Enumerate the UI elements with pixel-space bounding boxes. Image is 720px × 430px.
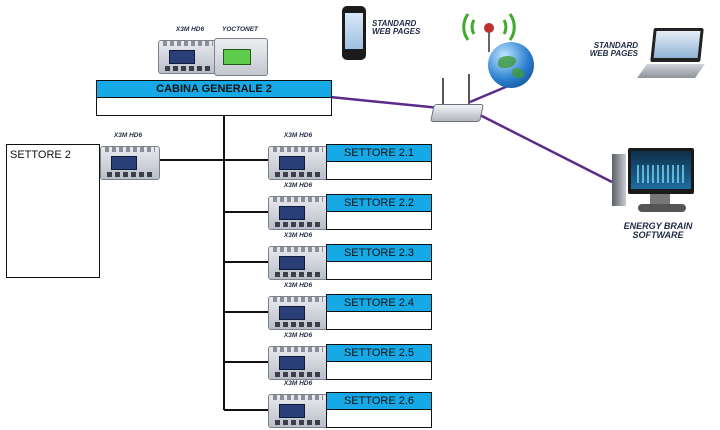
sector-main-title: SETTORE 2 [10,149,71,161]
desktop-monitor-icon [612,148,696,220]
sector-box-5: SETTORE 2.5 [326,344,432,380]
router-icon [430,74,484,124]
sector-box-2: SETTORE 2.2 [326,194,432,230]
energy-meter-icon [158,36,218,74]
sector-meter-label: X3M HD6 [283,132,313,139]
sector-meter-label: X3M HD6 [283,232,313,239]
sector-title: SETTORE 2.3 [327,245,431,262]
smartphone-icon [342,6,366,60]
energy-meter-icon [268,242,328,280]
sector-meter-label: X3M HD6 [283,182,313,189]
sector-title: SETTORE 2.5 [327,345,431,362]
software-label: ENERGY BRAIN SOFTWARE [623,221,693,241]
sector-title: SETTORE 2.1 [327,145,431,162]
gateway-device-icon [214,38,268,76]
phone-label: STANDARD WEB PAGES [372,19,421,37]
laptop-label: STANDARD WEB PAGES [589,41,638,59]
energy-meter-icon [268,192,328,230]
gateway-label: YOCTONET [222,26,258,33]
main-cabinet-title: CABINA GENERALE 2 [97,81,331,98]
energy-meter-icon [268,292,328,330]
energy-meter-icon [268,142,328,180]
sector-main-meter-label: X3M HD6 [113,132,143,139]
sector-box-1: SETTORE 2.1 [326,144,432,180]
sector-title: SETTORE 2.4 [327,295,431,312]
sector-box-3: SETTORE 2.3 [326,244,432,280]
top-meter-label: X3M HD6 [175,26,205,33]
sector-main-box: SETTORE 2 [6,144,100,278]
sector-box-4: SETTORE 2.4 [326,294,432,330]
laptop-icon [637,28,705,84]
sector-box-6: SETTORE 2.6 [326,392,432,428]
wifi-signal-icon [462,12,516,52]
globe-icon [488,42,534,88]
sector-title: SETTORE 2.6 [327,393,431,410]
energy-meter-icon [100,142,160,180]
sector-meter-label: X3M HD6 [283,380,313,387]
energy-meter-icon [268,390,328,428]
sector-meter-label: X3M HD6 [283,332,313,339]
sector-meter-label: X3M HD6 [283,282,313,289]
sector-title: SETTORE 2.2 [327,195,431,212]
energy-meter-icon [268,342,328,380]
main-cabinet-box: CABINA GENERALE 2 [96,80,332,116]
